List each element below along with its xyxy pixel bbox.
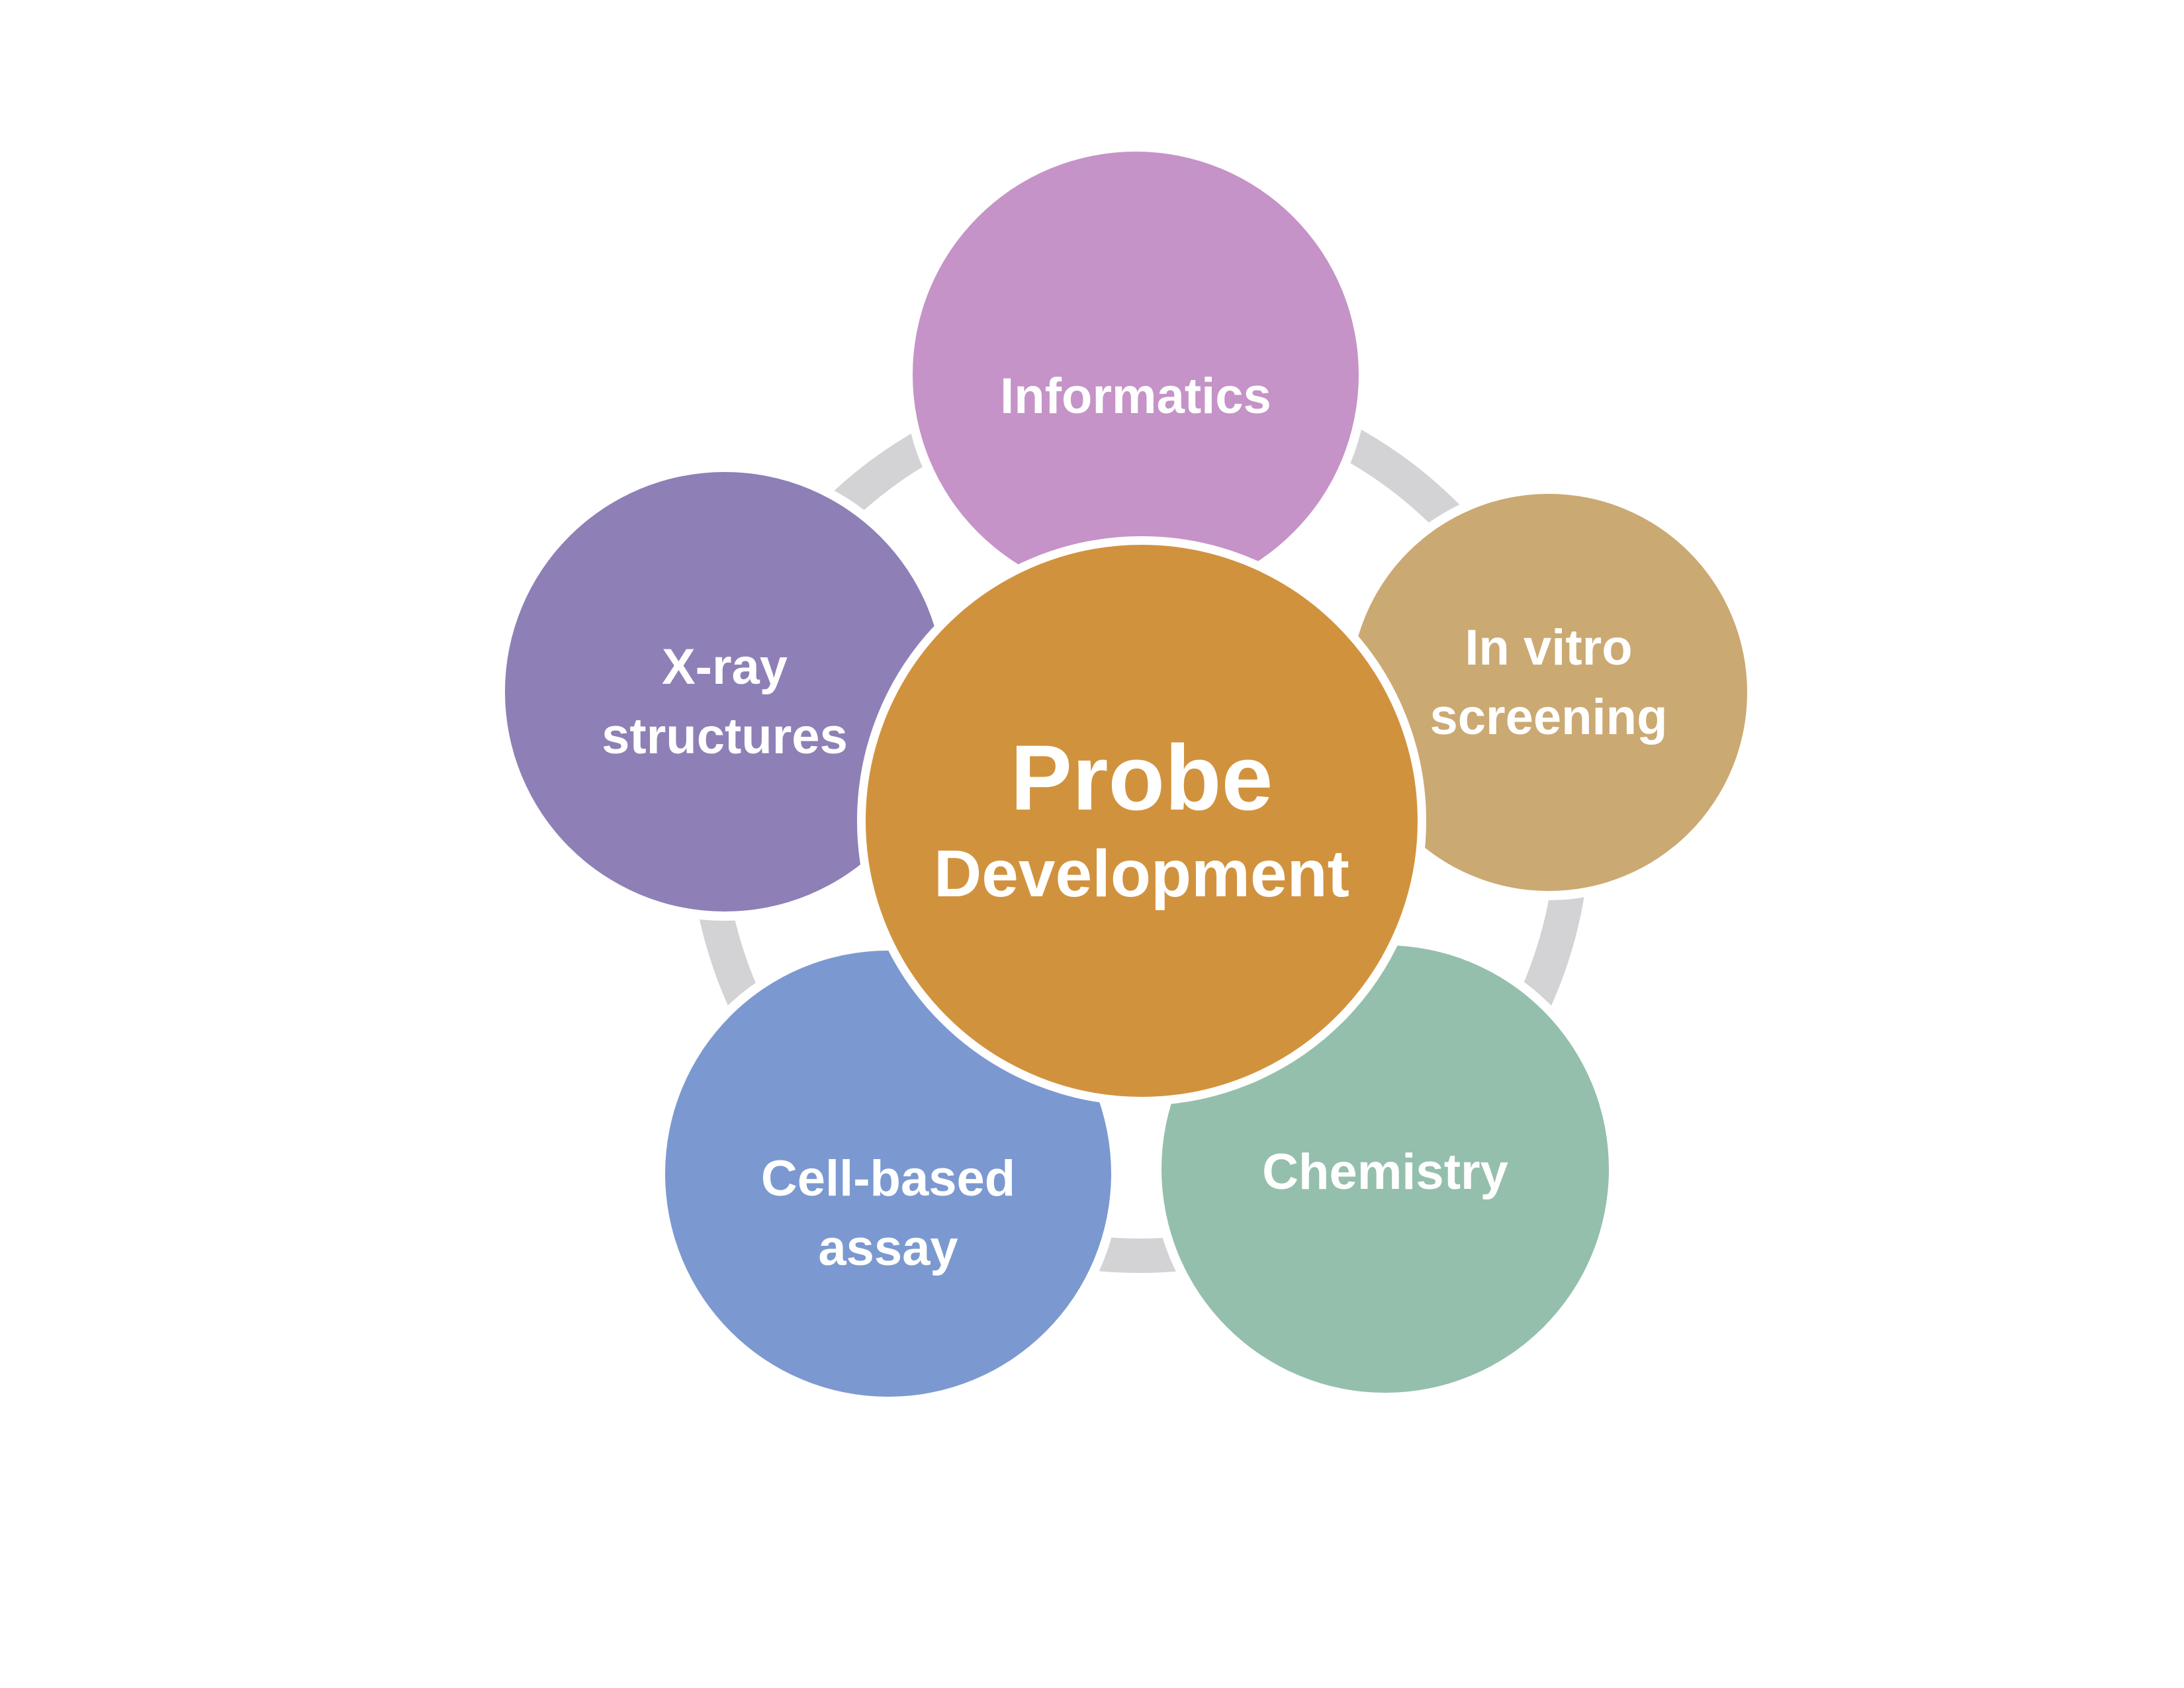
node-cell-based-assay-label-line1: Cell-based [760,1150,1016,1207]
node-cell-based-assay-label-line2: assay [818,1220,958,1276]
node-x-ray-structures-label-line2: structures [602,708,848,765]
node-informatics: Informatics [913,152,1359,598]
hub-subtitle: Development [934,837,1349,911]
node-x-ray-structures-label-line1: X-ray [661,639,788,695]
node-chemistry-label-line: Chemistry [1262,1143,1508,1200]
node-cell-based-assay-label: Cell-based assay [761,1144,1015,1283]
node-chemistry-label: Chemistry [1262,1137,1508,1207]
node-in-vitro-screening-label-line1: In vitro [1465,620,1633,676]
hub-probe-development: Probe Development [857,536,1426,1105]
node-informatics-label-line: Informatics [1000,367,1271,424]
node-in-vitro-screening-label-line2: screening [1430,689,1668,745]
node-in-vitro-screening-label: In vitro screening [1430,613,1667,752]
node-x-ray-structures-label: X-ray structures [602,632,848,771]
node-informatics-label: Informatics [1000,361,1271,431]
hub-title: Probe [1010,726,1273,829]
